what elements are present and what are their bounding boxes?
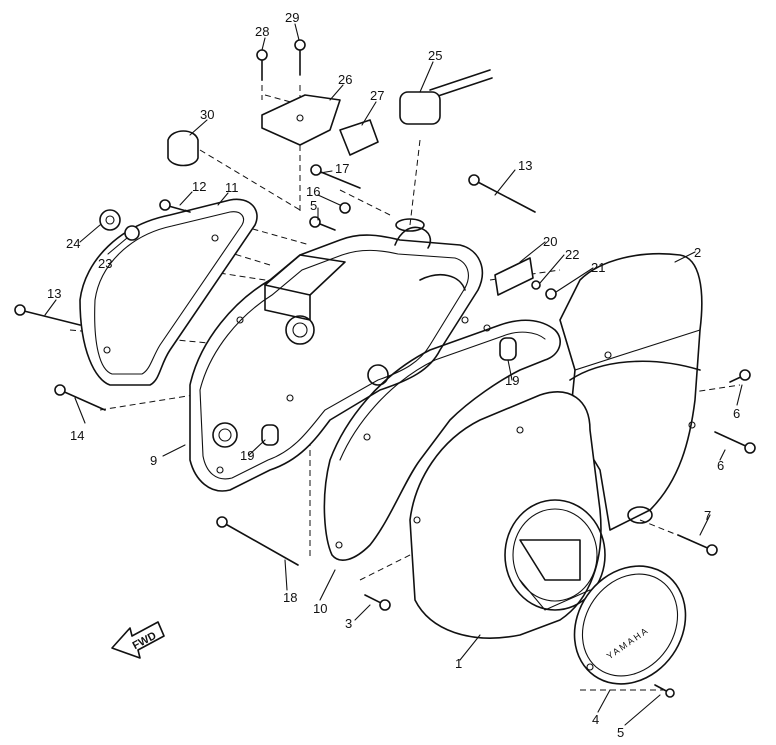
label-5-top: 5 <box>310 198 317 213</box>
forward-arrow: FWD <box>111 621 165 659</box>
label-25: 25 <box>428 48 442 63</box>
part-1-stator-housing <box>409 391 606 639</box>
label-14: 14 <box>70 428 84 443</box>
forward-arrow-label: FWD <box>131 630 159 652</box>
part-2-magneto-cover <box>559 252 703 531</box>
label-13-right: 13 <box>518 158 532 173</box>
label-17: 17 <box>335 161 349 176</box>
leader-lines <box>44 23 743 726</box>
label-30: 30 <box>200 107 214 122</box>
label-23: 23 <box>98 256 112 271</box>
part-9-crankcase-cover <box>189 218 484 492</box>
part-10-gasket <box>323 319 561 561</box>
label-3: 3 <box>345 616 352 631</box>
label-18: 18 <box>283 590 297 605</box>
label-11: 11 <box>225 180 239 195</box>
label-6-upper: 6 <box>733 406 740 421</box>
label-6-lower: 6 <box>717 458 724 473</box>
label-26: 26 <box>338 72 352 87</box>
label-24: 24 <box>66 236 80 251</box>
label-12: 12 <box>192 179 206 194</box>
part-number-labels: 28 29 26 27 25 30 11 12 24 23 13 14 9 17… <box>47 10 740 740</box>
label-10: 10 <box>313 601 327 616</box>
label-2: 2 <box>694 245 701 260</box>
label-19-left: 19 <box>240 448 254 463</box>
label-28: 28 <box>255 24 269 39</box>
part-11-outer-cover <box>79 198 258 386</box>
label-13-left: 13 <box>47 286 61 301</box>
label-5-bottom: 5 <box>617 725 624 740</box>
part-4-cover-plate: YAMAHA <box>573 565 687 685</box>
label-20: 20 <box>543 234 557 249</box>
label-21: 21 <box>591 260 605 275</box>
label-27: 27 <box>370 88 384 103</box>
label-1: 1 <box>455 656 462 671</box>
label-29: 29 <box>285 10 299 25</box>
label-7: 7 <box>704 508 711 523</box>
label-16: 16 <box>306 184 320 199</box>
label-22: 22 <box>565 247 579 262</box>
label-9: 9 <box>150 453 157 468</box>
label-19-right: 19 <box>505 373 519 388</box>
label-4: 4 <box>592 712 599 727</box>
fasteners <box>14 39 756 698</box>
